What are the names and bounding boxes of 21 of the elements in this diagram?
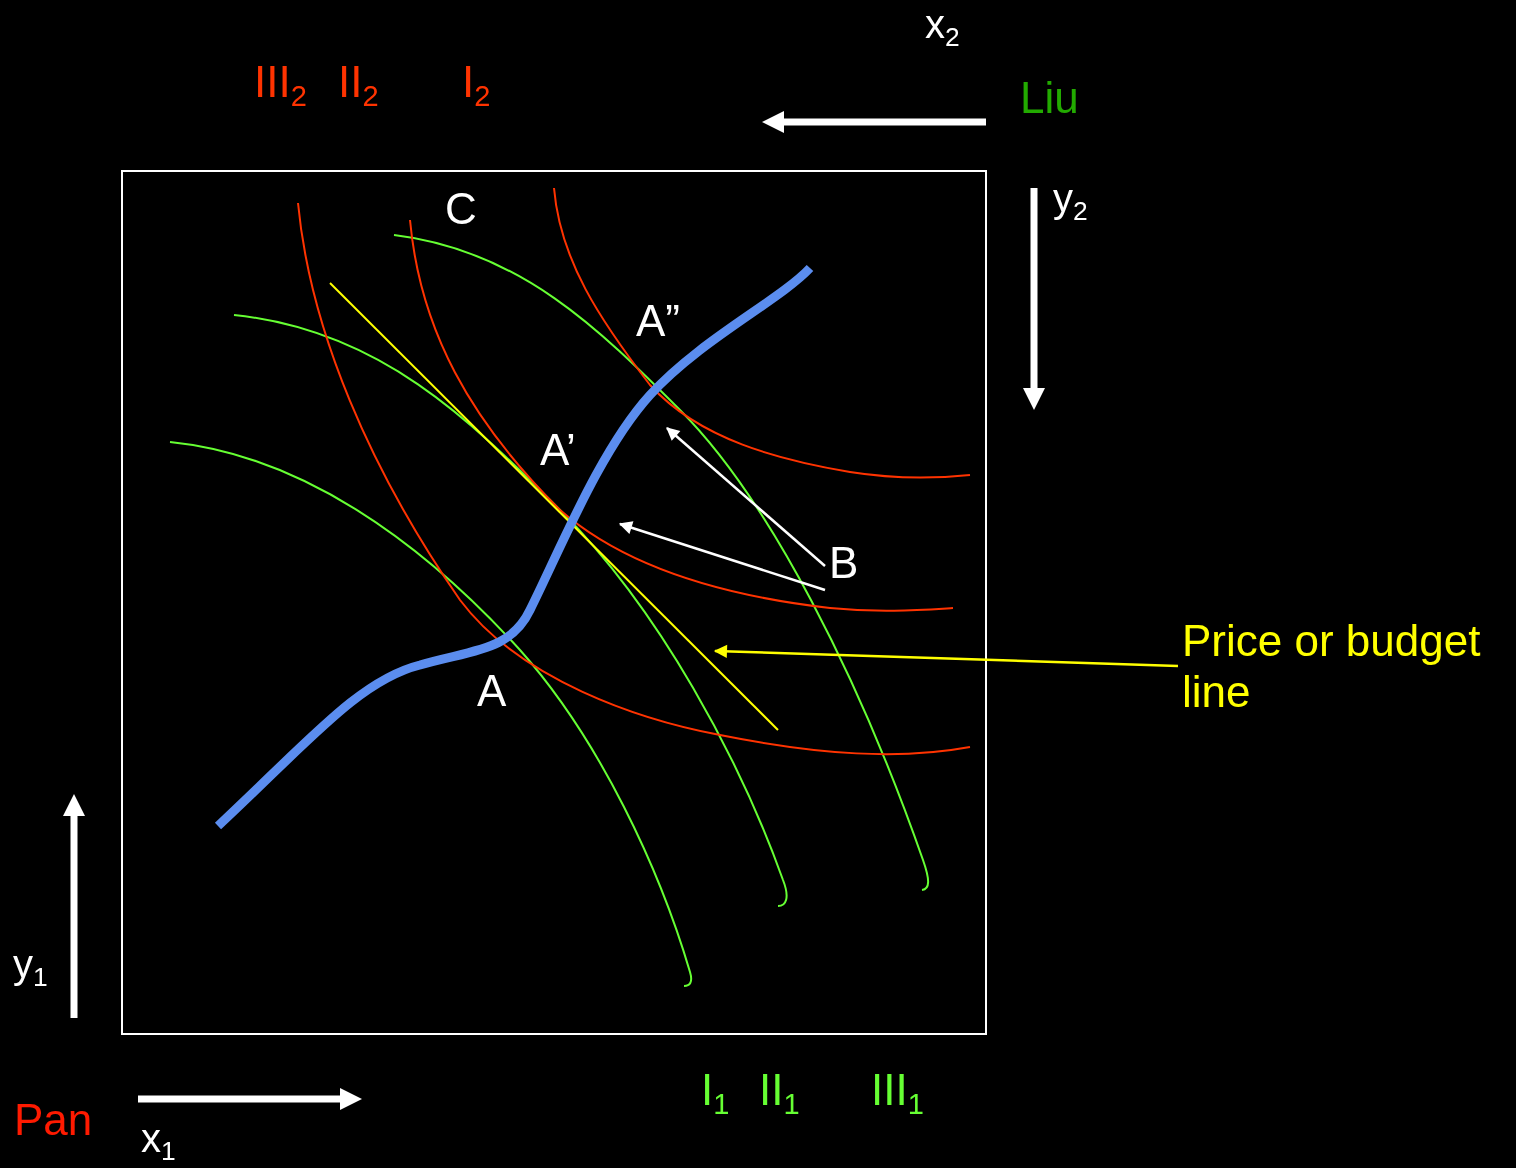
axis-label: y$_{1}$ <box>13 942 48 986</box>
point-label: A” <box>636 296 680 347</box>
person-label: Pan <box>14 1096 93 1145</box>
curve-label: III$_{1}$ <box>871 1066 924 1115</box>
callout-text: Price or budget line <box>1182 616 1512 718</box>
point-label: A <box>477 666 507 717</box>
point-label: B <box>829 538 859 589</box>
curve-label: II$_{2}$ <box>338 58 379 107</box>
curve-label: II$_{1}$ <box>759 1066 800 1115</box>
point-label: A’ <box>540 425 576 476</box>
point-label: C <box>445 184 477 235</box>
curve-label: III$_{2}$ <box>254 58 307 107</box>
axis-label: x$_{2}$ <box>925 2 960 46</box>
axis-label: y$_{2}$ <box>1053 176 1088 220</box>
leader-line <box>713 644 1179 668</box>
person-label: Liu <box>1020 74 1079 123</box>
arrow <box>618 521 826 592</box>
curve-label: I$_{1}$ <box>701 1066 730 1115</box>
arrow <box>666 427 826 567</box>
axis-label: x$_{1}$ <box>141 1116 176 1160</box>
curve-label: I$_{2}$ <box>462 58 491 107</box>
